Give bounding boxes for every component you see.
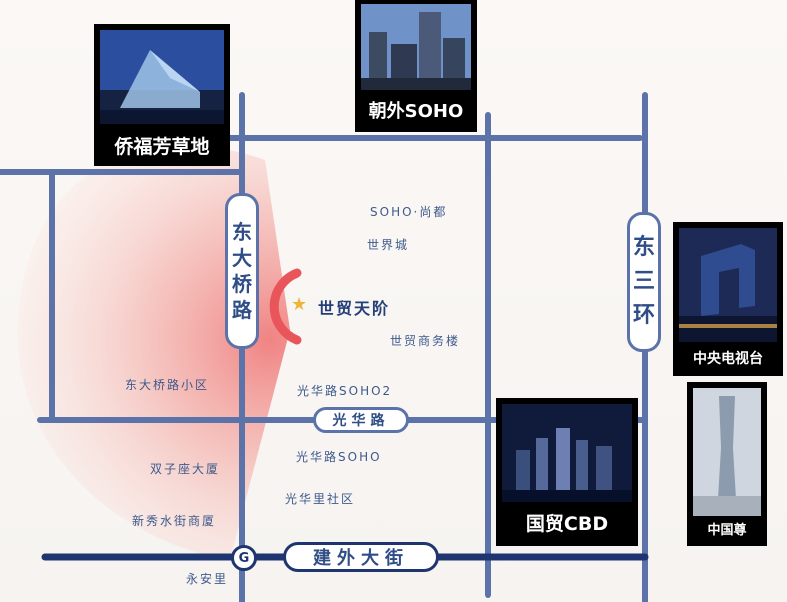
landmark-photo (502, 404, 632, 502)
landmark-name: 中央电视台 (693, 351, 763, 367)
place-xinxiu: 新秀水街商厦 (132, 514, 217, 528)
road-char: 路 (232, 298, 252, 322)
road-tag-dongsanhuan: 东 三 环 (627, 212, 661, 352)
road-tag-dongdaqiao: 东 大 桥 路 (225, 193, 259, 349)
landmark-card-zhongguozun: 中国尊 (687, 382, 767, 546)
road-char: 东 (632, 235, 655, 260)
subway-ring-icon: G (231, 545, 257, 571)
station-glyph: G (238, 550, 250, 566)
road-tag-jianwai: 建外大街 (283, 542, 439, 572)
road-char: 桥 (232, 272, 252, 296)
landmark-photo (693, 388, 761, 516)
landmark-card-chaowai: 朝外SOHO (355, 0, 477, 132)
building-icon (502, 404, 632, 502)
building-icon (679, 228, 777, 342)
landmark-photo (361, 4, 471, 90)
place-shimao-business: 世贸商务楼 (390, 334, 461, 348)
road-char: 三 (632, 269, 655, 294)
landmark-card-guomao: 国贸CBD (496, 398, 638, 546)
landmark-photo (679, 228, 777, 342)
landmark-card-qiaofu: 侨福芳草地 (94, 24, 230, 166)
road-tag-guanghua: 光华路 (313, 407, 409, 433)
building-icon (361, 4, 471, 90)
building-icon (693, 388, 761, 516)
building-icon (100, 30, 224, 124)
main-site-arc (269, 268, 302, 345)
star-icon: ★ (291, 294, 308, 315)
landmark-card-cctv: 中央电视台 (673, 222, 783, 376)
road-char: 东 (232, 220, 252, 244)
road-char: 大 (232, 246, 252, 270)
landmark-name: 侨福芳草地 (114, 136, 210, 158)
landmark-name: 国贸CBD (525, 513, 609, 535)
landmark-name: 朝外SOHO (368, 101, 464, 122)
place-shuangzizuo: 双子座大厦 (150, 462, 221, 476)
place-soho-shangdu: SOHO·尚都 (370, 205, 448, 219)
landmark-name: 中国尊 (707, 523, 747, 538)
coverage-area (17, 145, 291, 560)
road-name-guanghua: 光华路 (332, 413, 390, 429)
road-char: 环 (632, 303, 655, 328)
place-dongdaqiao-community: 东大桥路小区 (125, 378, 210, 392)
place-main-site: 世贸天阶 (318, 299, 391, 318)
place-shijiecheng: 世界城 (367, 238, 410, 252)
place-guanghua-soho2: 光华路SOHO2 (297, 384, 393, 398)
landmark-photo (100, 30, 224, 124)
place-guanghua-soho: 光华路SOHO (296, 450, 382, 464)
place-yonganli: 永安里 (186, 572, 229, 586)
place-guanghuali: 光华里社区 (285, 492, 356, 506)
road-name-jianwai: 建外大街 (313, 548, 409, 569)
